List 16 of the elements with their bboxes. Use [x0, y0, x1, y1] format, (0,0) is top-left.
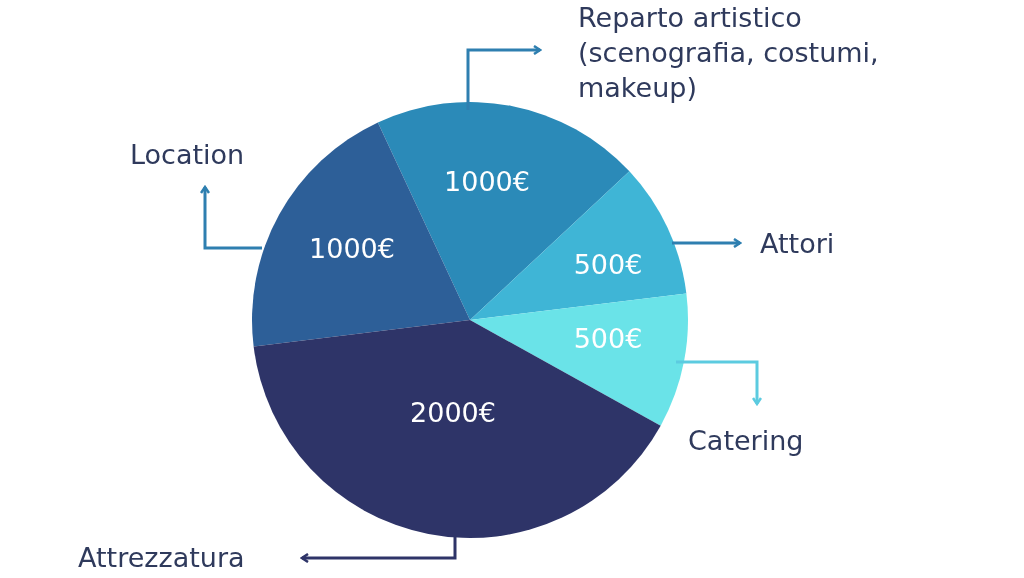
label-text: Location [130, 137, 330, 173]
arrow [676, 360, 763, 406]
label-text: Catering [688, 423, 888, 459]
arrow [300, 535, 457, 564]
value-label: 1000€ [309, 232, 395, 264]
arrow [199, 185, 262, 250]
label-text: Attrezzatura [78, 540, 298, 576]
arrow [672, 237, 742, 249]
label-text: Reparto artistico (scenografia, costumi, makeup) [578, 0, 958, 106]
pie-slice [253, 320, 661, 538]
value-label: 500€ [573, 322, 643, 354]
value-label: 1000€ [444, 165, 530, 197]
value-label: 500€ [573, 248, 643, 280]
label-text: Attori [760, 226, 910, 262]
arrow [466, 44, 542, 110]
value-label: 2000€ [410, 396, 496, 428]
